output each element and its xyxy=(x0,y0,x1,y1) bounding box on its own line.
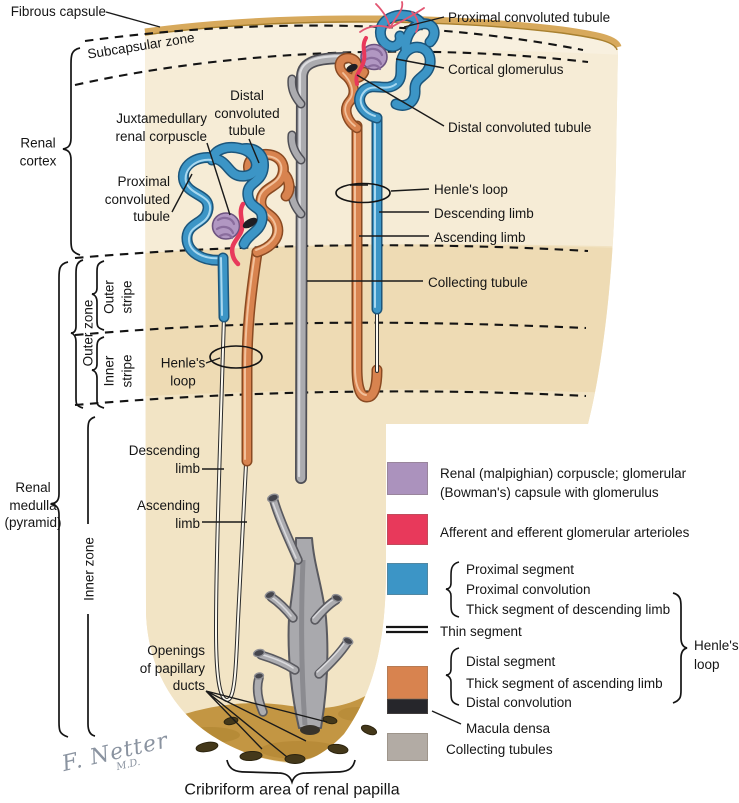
thin-segment-long-loop xyxy=(213,314,248,703)
openings-papillary-ducts-label: Openings of papillary ducts xyxy=(139,643,205,693)
thin-segment-symbol xyxy=(386,625,428,634)
proximal-convoluted-tubule-right-label: Proximal convoluted tubule xyxy=(448,10,611,25)
distal-segment-label: Distal segment xyxy=(466,654,556,669)
leader-lines xyxy=(105,11,462,758)
renal-cortex-brace xyxy=(62,47,81,256)
inner-stripe-label: Inner stripe xyxy=(101,354,135,388)
henles-loop-left-label: Henle's loop xyxy=(160,355,206,389)
macula-densa-label: Macula densa xyxy=(466,721,551,736)
proximal-convolution-label: Proximal convolution xyxy=(466,582,591,597)
corpuscle-swatch xyxy=(387,462,428,495)
cribriform-brace xyxy=(226,759,356,785)
renal-corpuscle-left xyxy=(211,212,241,240)
outer-stripe-brace xyxy=(91,260,105,331)
proximal-group-brace xyxy=(445,561,460,618)
thin-segment-label: Thin segment xyxy=(440,624,522,639)
ascending-limb-right-label: Ascending limb xyxy=(434,230,526,245)
fibrous-capsule-label: Fibrous capsule xyxy=(10,4,106,19)
cribriform-caption: Cribriform area of renal papilla xyxy=(184,781,400,799)
papillary-openings xyxy=(195,715,378,764)
proximal-convoluted-tubule-left-label: Proximal convoluted tubule xyxy=(104,174,170,224)
renal-corpuscle-right xyxy=(360,43,388,71)
distal-swatch xyxy=(387,666,428,699)
macula-densa-right xyxy=(346,63,358,73)
corpuscle-legend-label: Renal (malpighian) corpuscle; glomerular… xyxy=(440,466,687,500)
inner-zone-brace xyxy=(87,416,96,737)
descending-limb-right-label: Descending limb xyxy=(434,206,534,221)
proximal-convolution-left xyxy=(177,141,270,323)
renal-medulla-brace xyxy=(50,261,69,738)
duct-mouths xyxy=(252,493,354,680)
arterioles-legend-label: Afferent and efferent glomerular arterio… xyxy=(440,525,690,540)
outer-zone-brace xyxy=(70,259,84,409)
fibrous-capsule-strip xyxy=(144,15,622,49)
distal-convoluted-tubule-right-label: Distal convoluted tubule xyxy=(448,120,592,135)
legend-graphics xyxy=(386,561,688,706)
proximal-convolution-right xyxy=(354,9,440,124)
zone-braces xyxy=(50,47,356,785)
henles-loop-right-label: Henle's loop xyxy=(434,182,508,197)
distal-group-brace xyxy=(445,647,460,706)
thick-descending-label: Thick segment of descending limb xyxy=(466,602,671,617)
macula-swatch xyxy=(387,699,428,714)
arterioles-left xyxy=(229,201,246,267)
outer-zone-label: Outer zone xyxy=(80,299,96,367)
proximal-swatch xyxy=(387,563,428,595)
stripe-band xyxy=(145,244,618,405)
henle-loop-markers xyxy=(209,182,391,369)
distal-convolution-label: Distal convolution xyxy=(466,695,572,710)
ascending-limb-left-label: Ascending limb xyxy=(136,498,200,531)
inner-stripe-brace xyxy=(91,336,105,409)
outer-stripe-label: Outer stripe xyxy=(101,280,135,314)
proximal-segment-label: Proximal segment xyxy=(466,562,575,577)
macula-densa-left xyxy=(242,217,258,229)
collecting-swatch xyxy=(387,733,428,761)
collecting-tubules-label: Collecting tubules xyxy=(446,742,553,757)
descending-limb-left-label: Descending limb xyxy=(128,443,200,476)
arterioles-right xyxy=(354,1,425,86)
subcapsular-band xyxy=(145,18,618,85)
inner-zone-label: Inner zone xyxy=(81,537,97,601)
juxtamedullary-corpuscle-label: Juxtamedullary renal corpuscle xyxy=(115,111,207,144)
papillary-duct-tree xyxy=(252,493,354,735)
henles-loop-legend-label: Henle's loop xyxy=(694,638,739,672)
cortical-glomerulus-label: Cortical glomerulus xyxy=(448,62,564,77)
collecting-tubule-label: Collecting tubule xyxy=(428,275,528,290)
thick-ascending-label: Thick segment of ascending limb xyxy=(466,676,663,691)
henles-loop-brace xyxy=(672,592,688,704)
renal-medulla-label: Renal medulla (pyramid) xyxy=(4,479,62,530)
cortical-nephron xyxy=(334,1,440,403)
renal-cortex-label: Renal cortex xyxy=(19,135,57,169)
trunk-opening xyxy=(300,725,320,735)
distal-convoluted-tubule-upper-label: Distal convoluted tubule xyxy=(214,87,280,138)
arterioles-swatch xyxy=(387,514,428,545)
